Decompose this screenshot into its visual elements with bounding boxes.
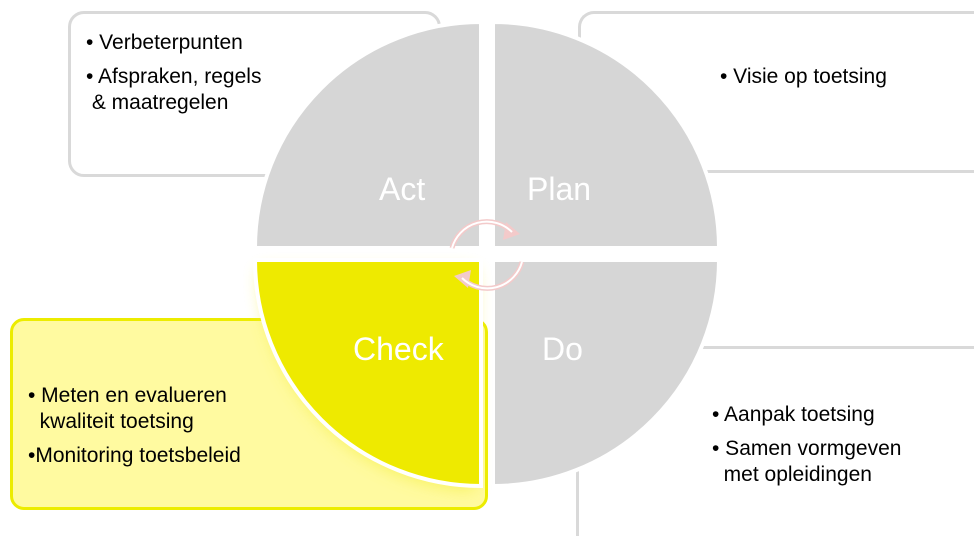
act-list: • Verbeterpunten • Afspraken, regels & m… xyxy=(86,30,336,122)
list-item: • Visie op toetsing xyxy=(720,65,887,88)
do-label: Do xyxy=(542,331,583,367)
list-item: met opleidingen xyxy=(712,463,872,486)
list-item: • Verbeterpunten xyxy=(86,31,243,54)
do-list: • Aanpak toetsing • Samen vormgeven met … xyxy=(712,402,962,494)
list-item: & maatregelen xyxy=(86,91,229,114)
plan-list: • Visie op toetsing xyxy=(720,64,970,96)
check-label: Check xyxy=(353,331,445,367)
pdca-cycle: Act Plan Check Do xyxy=(252,19,722,490)
plan-quadrant xyxy=(491,19,722,250)
list-item: kwaliteit toetsing xyxy=(28,410,194,433)
plan-label: Plan xyxy=(527,171,591,207)
check-quadrant xyxy=(252,258,483,489)
list-item: • Afspraken, regels xyxy=(86,65,262,88)
act-label: Act xyxy=(379,171,425,207)
check-list: • Meten en evalueren kwaliteit toetsing … xyxy=(28,383,318,475)
list-item: • Meten en evalueren xyxy=(28,384,227,407)
act-quadrant xyxy=(252,19,483,250)
list-item: •Monitoring toetsbeleid xyxy=(28,444,241,467)
list-item: • Aanpak toetsing xyxy=(712,403,875,426)
do-quadrant xyxy=(491,258,722,489)
list-item: • Samen vormgeven xyxy=(712,437,902,460)
